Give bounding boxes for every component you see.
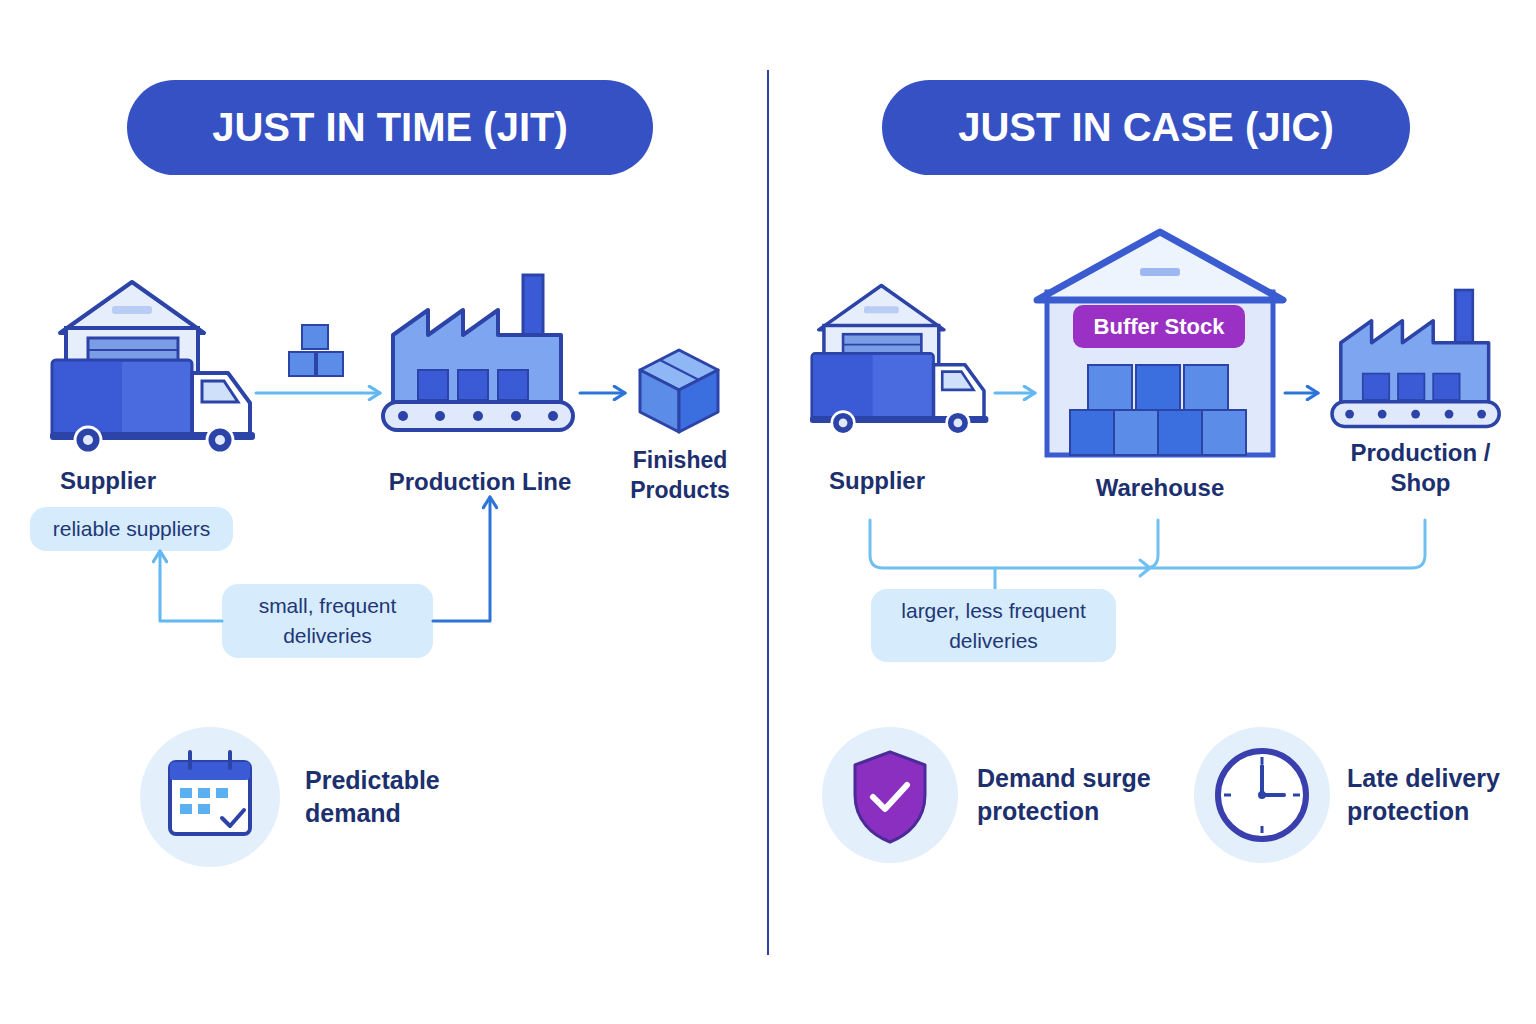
clock-tick — [1261, 826, 1264, 833]
stock-box — [1158, 410, 1202, 455]
shield-icon — [855, 752, 925, 842]
calendar-day — [216, 788, 228, 798]
parcel-stack — [289, 325, 343, 376]
node-label: larger, less frequent deliveries — [883, 596, 1104, 656]
finished-box-icon — [640, 350, 718, 432]
column-divider — [767, 70, 769, 955]
stock-box — [1070, 410, 1114, 455]
node-label: Production Line — [389, 467, 572, 497]
warehouse-node: Warehouse Buffer Stock — [1035, 228, 1285, 503]
node-label: Demand surge protection — [977, 762, 1167, 828]
warehouse-icon — [1037, 232, 1283, 455]
production-icon — [1332, 290, 1499, 426]
node-label: Buffer Stock — [1094, 312, 1225, 342]
connectors — [160, 393, 1318, 621]
box-left — [640, 370, 679, 432]
clock-badge — [1194, 727, 1330, 863]
bracket-stem — [994, 568, 997, 590]
node-label: Supplier — [60, 466, 156, 496]
clock-tick — [1261, 757, 1264, 764]
supplier-icon — [50, 282, 255, 453]
product-node: Finished Products — [625, 345, 735, 505]
heading-pill: JUST IN CASE (JIC) — [882, 80, 1410, 175]
shield-badge — [822, 727, 958, 863]
note-pill: larger, less frequent deliveries — [871, 589, 1116, 662]
node-label: Predictable demand — [305, 764, 480, 830]
node-label: Late delivery protection — [1347, 762, 1536, 828]
stock-box — [1136, 365, 1180, 410]
note-pill: small, frequent deliveries — [222, 584, 433, 658]
supplier-node: Supplier — [52, 278, 256, 496]
warehouse-roof — [1037, 232, 1283, 300]
flow-arrow — [580, 392, 625, 395]
buffer-pill: Buffer Stock — [1073, 305, 1245, 348]
flow-arrow — [433, 497, 490, 621]
production-node: Production Line — [380, 272, 580, 497]
supplier-node: Supplier — [810, 280, 995, 496]
calendar-day — [180, 804, 192, 814]
parcel — [289, 352, 315, 376]
stock-box — [1202, 410, 1246, 455]
node-label: reliable suppliers — [53, 514, 211, 544]
shield-check — [873, 785, 907, 809]
calendar-day — [198, 804, 210, 814]
badge-circle — [822, 727, 958, 863]
clock-center — [1258, 791, 1266, 799]
clock-face — [1218, 751, 1306, 839]
note-pill: reliable suppliers — [30, 507, 233, 551]
calendar-day — [198, 788, 210, 798]
clock-hand — [1260, 766, 1264, 795]
supplier-icon — [810, 285, 988, 434]
icon-badge: Late delivery protection — [1194, 727, 1536, 863]
calendar-ring — [188, 752, 192, 768]
stock-box — [1184, 365, 1228, 410]
icon-badge: Demand surge protection — [822, 727, 1167, 863]
calendar-check — [222, 810, 244, 826]
stock-box — [1114, 410, 1158, 455]
bracket-line — [1145, 520, 1158, 568]
warehouse-wall — [1047, 292, 1273, 455]
flow-arrow — [1285, 392, 1318, 395]
production-node: Production / Shop — [1318, 288, 1523, 498]
delivery-bracket — [870, 520, 1425, 590]
stock-box — [1088, 365, 1132, 410]
parcel — [302, 325, 328, 349]
box-tape — [660, 360, 699, 380]
flow-arrow — [995, 392, 1035, 395]
node-label: Production / Shop — [1318, 438, 1523, 498]
calendar-day — [180, 788, 192, 798]
badge-circle — [140, 727, 280, 867]
bracket-arrowhead — [1140, 560, 1150, 576]
parcel — [317, 352, 343, 376]
calendar-header — [170, 762, 250, 780]
node-label: Finished Products — [625, 445, 735, 505]
node-label: JUST IN TIME (JIT) — [212, 105, 568, 150]
calendar-body — [170, 762, 250, 834]
production-icon — [383, 275, 573, 430]
node-label: Warehouse — [1096, 473, 1224, 503]
heading-pill: JUST IN TIME (JIT) — [127, 80, 653, 175]
badge-circle — [1194, 727, 1330, 863]
clock-tick — [1293, 794, 1300, 797]
clock-tick — [1224, 794, 1231, 797]
calendar-ring — [228, 752, 232, 768]
icon-badge: Predictable demand — [140, 727, 480, 867]
node-label: Supplier — [829, 466, 925, 496]
warehouse-vent — [1140, 268, 1180, 276]
node-label: JUST IN CASE (JIC) — [958, 105, 1334, 150]
bracket-line — [870, 520, 1425, 568]
flow-arrow — [160, 551, 222, 621]
calendar-badge — [140, 727, 280, 867]
flow-arrow — [256, 392, 380, 395]
node-label: small, frequent deliveries — [234, 591, 421, 651]
